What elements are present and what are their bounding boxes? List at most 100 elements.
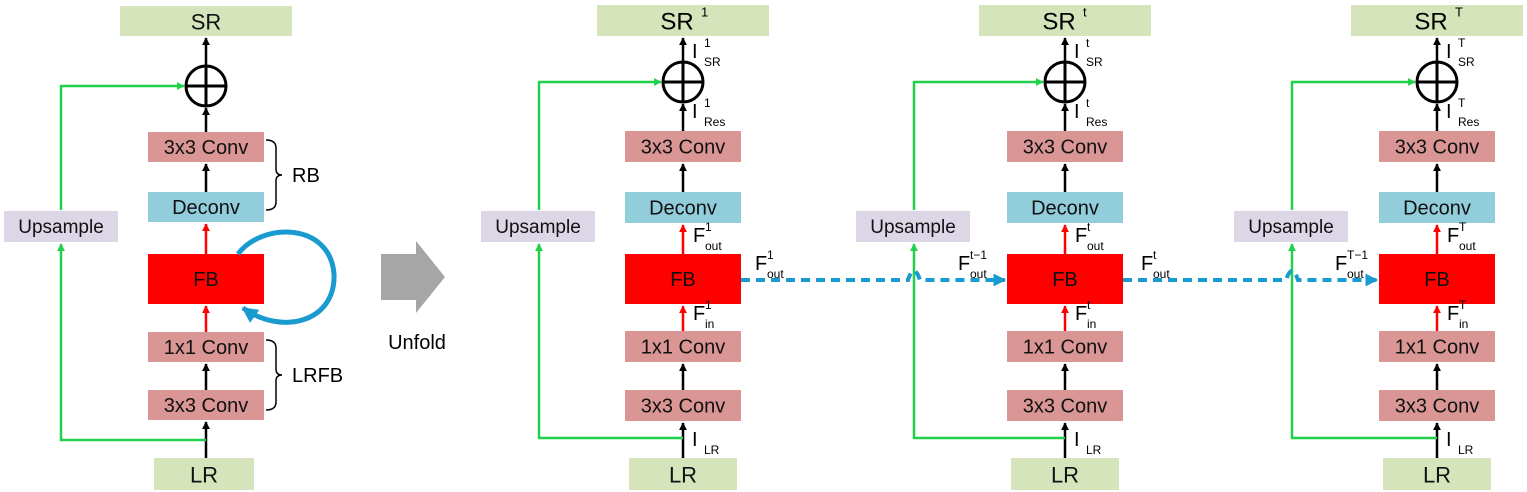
unfold-label: Unfold bbox=[388, 332, 446, 354]
step3-conv3x3-bottom bbox=[1379, 390, 1495, 421]
step2-f-out-base: F bbox=[1075, 225, 1087, 247]
step1-conv3x3-top bbox=[625, 131, 741, 162]
step1-upsample bbox=[481, 211, 595, 242]
step3-i-lr-base: I bbox=[1446, 429, 1452, 451]
step1-i-lr-base: I bbox=[692, 429, 698, 451]
step3-output-box bbox=[1351, 5, 1523, 36]
step3-f-in-base: F bbox=[1447, 303, 1459, 325]
step3-skip-to-sum bbox=[1290, 77, 1416, 210]
step3-f-out-base: F bbox=[1447, 225, 1459, 247]
folded-conv3x3-bottom bbox=[148, 390, 264, 420]
step2-conv3x3-top bbox=[1007, 131, 1123, 162]
step2-f-in-sup: t bbox=[1087, 298, 1091, 312]
folded-upsample-label: Upsample bbox=[18, 217, 104, 238]
step3-fb-block bbox=[1379, 254, 1495, 304]
step2-deconv bbox=[1007, 192, 1123, 223]
step1-conv1x1-label: 1x1 Conv bbox=[641, 337, 726, 359]
step2-i-lr-base: I bbox=[1074, 429, 1080, 451]
step1-i-lr-sub: LR bbox=[704, 443, 720, 457]
step1-i-sr-sup: 1 bbox=[704, 36, 711, 50]
step3-conv3x3-bottom-label: 3x3 Conv bbox=[1395, 396, 1480, 418]
step3-f-out-sup: T bbox=[1459, 220, 1467, 234]
link-label-2-sub: out bbox=[1153, 267, 1170, 281]
group-label-rb: RB bbox=[292, 165, 320, 187]
step3-f-in-sup: T bbox=[1459, 298, 1467, 312]
step2-skip-to-upsample bbox=[909, 243, 1065, 440]
step3-i-sr-sub: SR bbox=[1458, 55, 1475, 69]
step3-output-sup: T bbox=[1455, 5, 1463, 20]
step1-i-sr-base: I bbox=[692, 41, 698, 63]
step2-fb-block bbox=[1007, 254, 1123, 304]
step3-output-label: SR bbox=[1414, 9, 1447, 36]
step2-skip-to-sum bbox=[912, 77, 1044, 210]
step1-skip-to-upsample bbox=[534, 243, 683, 440]
step1-deconv-label: Deconv bbox=[649, 198, 717, 220]
folded-output-sr bbox=[120, 6, 292, 36]
step1-i-res-sub: Res bbox=[704, 115, 725, 129]
step1-fb-block bbox=[625, 254, 741, 304]
step3-fb-block-label: FB bbox=[1424, 269, 1450, 291]
folded-conv3x3-top bbox=[148, 132, 264, 162]
step3-f-in-sub: in bbox=[1459, 317, 1468, 331]
step1-conv3x3-bottom-label: 3x3 Conv bbox=[641, 396, 726, 418]
step3-upsample bbox=[1234, 211, 1348, 242]
step2-i-res-sub: Res bbox=[1086, 115, 1107, 129]
step2-i-res-sup: t bbox=[1086, 96, 1090, 110]
step2-conv3x3-bottom bbox=[1007, 390, 1123, 421]
folded-conv3x3-top-label: 3x3 Conv bbox=[164, 137, 249, 159]
step2-conv1x1 bbox=[1007, 331, 1123, 362]
folded-input-lr-label: LR bbox=[190, 463, 218, 488]
step2-i-sr-sub: SR bbox=[1086, 55, 1103, 69]
prev-label-2-sup: t−1 bbox=[970, 248, 987, 262]
step2-i-sr-sup: t bbox=[1086, 36, 1090, 50]
prev-label-3-base: F bbox=[1335, 253, 1347, 275]
prev-label-2-base: F bbox=[958, 253, 970, 275]
step2-f-in-base: F bbox=[1075, 303, 1087, 325]
step1-f-in-sup: 1 bbox=[705, 298, 712, 312]
step1-i-res-base: I bbox=[692, 101, 698, 123]
step3-f-out-sub: out bbox=[1459, 239, 1476, 253]
folded-fb-block-label: FB bbox=[193, 269, 219, 291]
step2-upsample bbox=[856, 211, 970, 242]
step3-i-lr-sub: LR bbox=[1458, 443, 1474, 457]
prev-label-2-sub: out bbox=[970, 267, 987, 281]
step3-input-lr-label: LR bbox=[1423, 463, 1451, 488]
step3-deconv bbox=[1379, 192, 1495, 223]
link-label-2-base: F bbox=[1141, 253, 1153, 275]
step1-input-lr bbox=[629, 458, 737, 490]
step1-output-box bbox=[597, 5, 769, 36]
step2-f-out-sup: t bbox=[1087, 220, 1091, 234]
folded-fb-block bbox=[148, 254, 264, 304]
step1-output-label: SR bbox=[660, 9, 693, 36]
step2-i-sr-base: I bbox=[1074, 41, 1080, 63]
step1-skip-to-sum bbox=[537, 77, 662, 210]
prev-label-3-sup: T−1 bbox=[1347, 248, 1368, 262]
link-label-1-base: F bbox=[755, 253, 767, 275]
step2-f-in-sub: in bbox=[1087, 317, 1096, 331]
step2-i-res-base: I bbox=[1074, 101, 1080, 123]
rb-brace bbox=[265, 139, 283, 211]
step2-input-lr-label: LR bbox=[1051, 463, 1079, 488]
feedback-loop-arrow bbox=[236, 229, 337, 325]
folded-conv1x1-label: 1x1 Conv bbox=[164, 337, 249, 359]
lrfb-brace bbox=[265, 339, 283, 411]
group-label-lrfb: LRFB bbox=[292, 365, 343, 387]
step2-output-label: SR bbox=[1042, 9, 1075, 36]
step2-fb-block-label: FB bbox=[1052, 269, 1078, 291]
step1-conv3x3-bottom bbox=[625, 390, 741, 421]
step2-upsample-label: Upsample bbox=[870, 217, 956, 238]
step3-upsample-label: Upsample bbox=[1248, 217, 1334, 238]
prev-label-3-sub: out bbox=[1347, 267, 1364, 281]
step1-conv3x3-top-label: 3x3 Conv bbox=[641, 137, 726, 159]
folded-deconv-label: Deconv bbox=[172, 197, 240, 219]
step3-i-sr-sup: T bbox=[1458, 36, 1466, 50]
step3-conv1x1 bbox=[1379, 331, 1495, 362]
folded-output-sr-label: SR bbox=[191, 10, 222, 35]
step1-i-res-sup: 1 bbox=[704, 96, 711, 110]
step3-i-res-sup: T bbox=[1458, 96, 1466, 110]
step1-deconv bbox=[625, 192, 741, 223]
step2-conv1x1-label: 1x1 Conv bbox=[1023, 337, 1108, 359]
folded-skip-to-upsample bbox=[56, 243, 206, 442]
folded-conv1x1 bbox=[148, 332, 264, 362]
feedback-link-step2-to-step3 bbox=[1123, 269, 1379, 287]
